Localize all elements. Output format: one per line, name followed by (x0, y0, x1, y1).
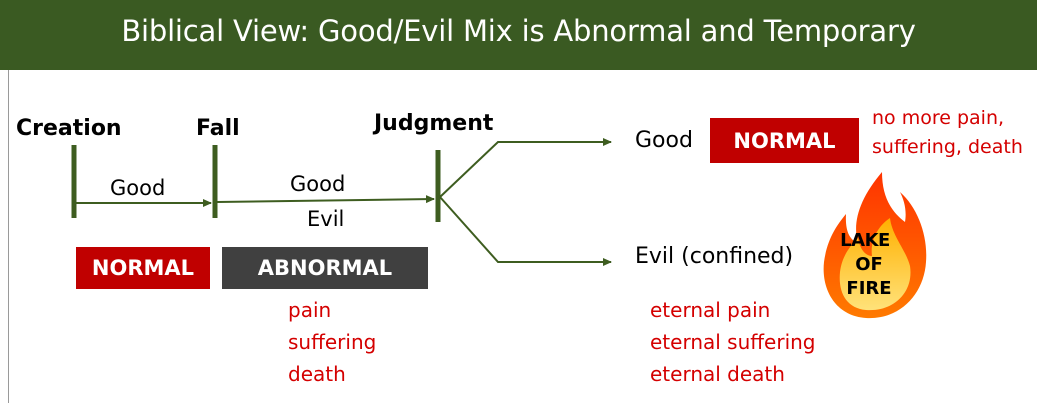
segment1-label: Good (110, 176, 166, 200)
abnormal-effect-death: death (288, 362, 346, 386)
arrow-fall-to-judgment (216, 195, 435, 204)
segment2-label-top: Good (290, 172, 346, 196)
normal-badge-right: NORMAL (710, 118, 859, 163)
creation-label: Creation (16, 116, 122, 141)
page-title: Biblical View: Good/Evil Mix is Abnormal… (121, 14, 916, 48)
left-divider (8, 70, 9, 403)
abnormal-effect-pain: pain (288, 298, 332, 322)
arrow-to-evil (439, 196, 612, 266)
segment2-label-bottom: Evil (307, 207, 345, 231)
arrow-to-good (439, 138, 612, 198)
evil-outcome-label: Evil (confined) (635, 244, 794, 269)
abnormal-badge: ABNORMAL (222, 247, 428, 289)
evil-effect-pain: eternal pain (650, 298, 771, 322)
judgment-label: Judgment (374, 111, 494, 136)
good-outcome-label: Good (635, 128, 693, 153)
good-note-line2: suffering, death (872, 136, 1023, 158)
evil-effect-suffering: eternal suffering (650, 330, 816, 354)
fall-label: Fall (196, 116, 240, 141)
header-bar: Biblical View: Good/Evil Mix is Abnormal… (0, 0, 1037, 70)
abnormal-effect-suffering: suffering (288, 330, 377, 354)
fire-icon (823, 172, 927, 319)
normal-badge-left: NORMAL (76, 247, 210, 289)
evil-effect-death: eternal death (650, 362, 785, 386)
lake-of-fire-line1: LAKE (840, 230, 890, 251)
good-note-line1: no more pain, (872, 107, 1005, 129)
lake-of-fire-line2: OF (855, 254, 883, 275)
lake-of-fire-line3: FIRE (846, 278, 892, 299)
